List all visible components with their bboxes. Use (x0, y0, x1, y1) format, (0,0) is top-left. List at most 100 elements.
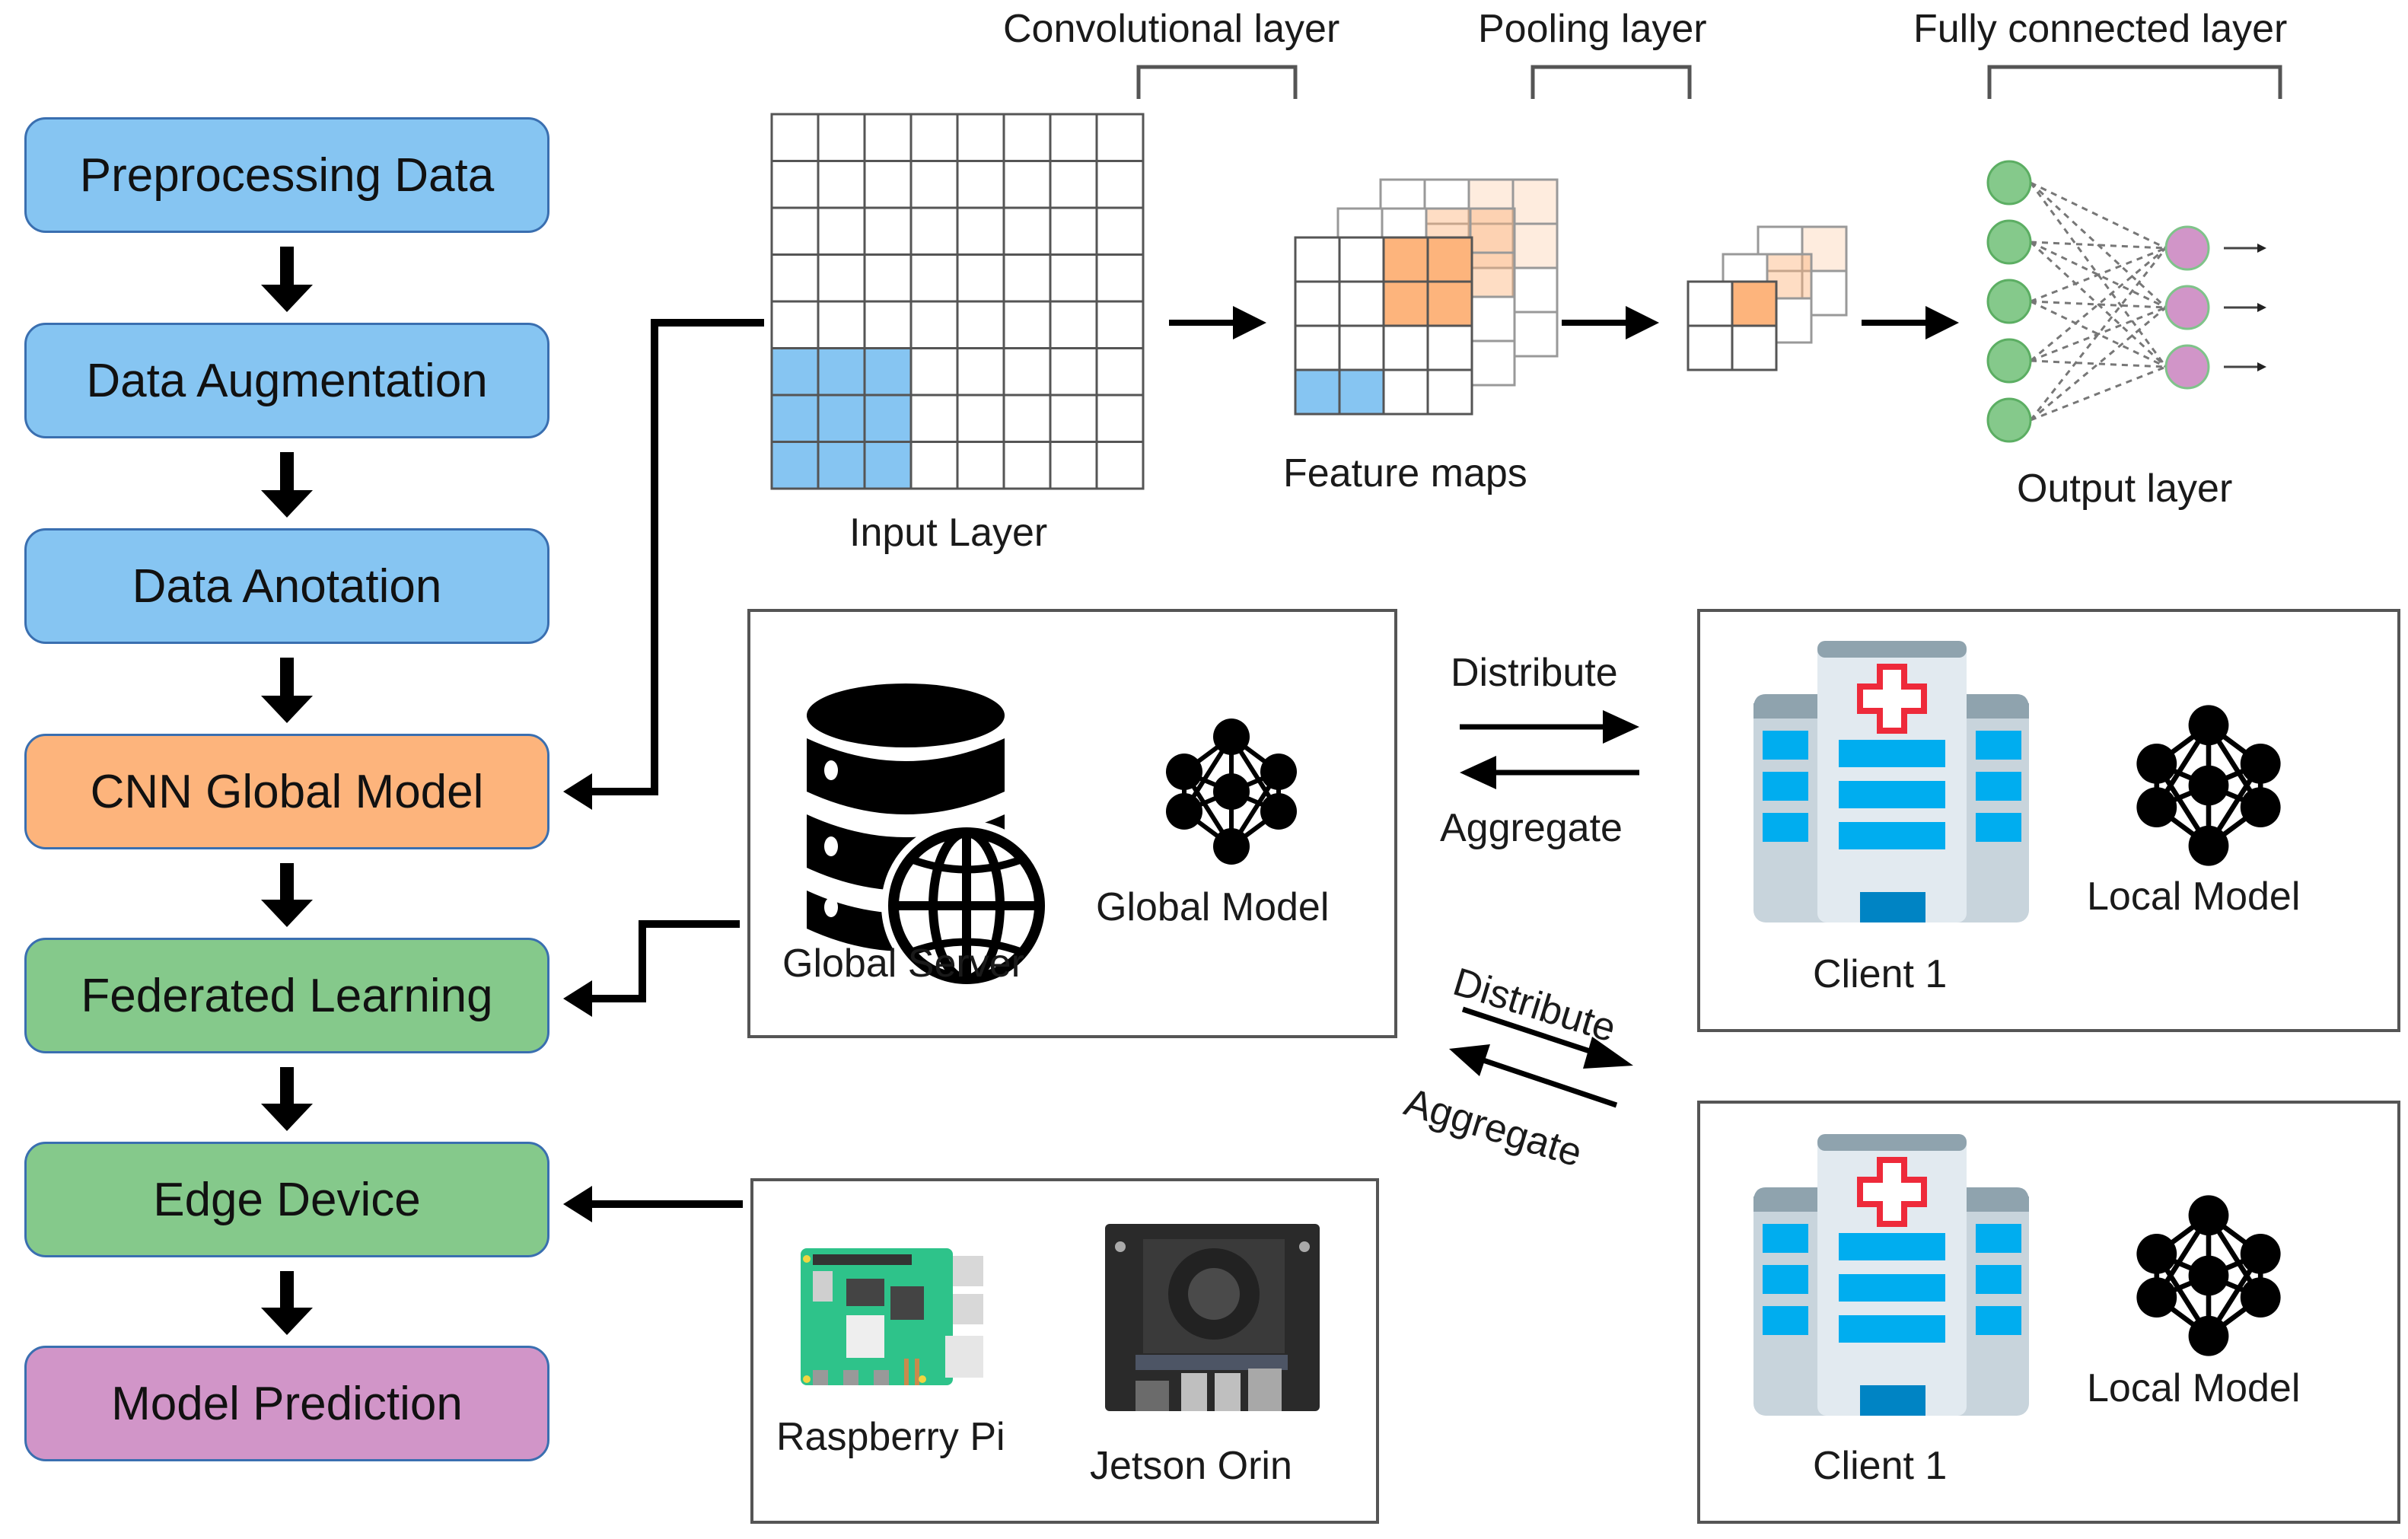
grid-cell (1049, 206, 1098, 256)
hospital-window (1763, 772, 1808, 801)
map-cell (1294, 324, 1341, 371)
map-cell (1469, 207, 1516, 254)
conv-layer-label: Convolutional layer (1003, 7, 1340, 51)
nn-node (2240, 744, 2281, 784)
map-cell (1801, 225, 1848, 272)
stage-model-prediction: Model Prediction (24, 1346, 549, 1461)
stage-label: Federated Learning (81, 969, 493, 1022)
grid-cell (863, 441, 913, 490)
bracket-conv (1136, 65, 1298, 99)
stage-edge-device: Edge Device (24, 1142, 549, 1257)
client-1-label: Client 1 (1813, 952, 1948, 996)
aggregate-label-1: Aggregate (1440, 806, 1623, 850)
neural-network-icon (2136, 1195, 2281, 1356)
hospital-window (1839, 1233, 1945, 1260)
grid-cell (1095, 206, 1145, 256)
global-server-label: Global Server (782, 942, 1024, 986)
map-cell (1338, 280, 1385, 327)
nn-node (2188, 825, 2229, 866)
bracket-fc (1987, 65, 2282, 99)
grid-cell (817, 206, 866, 256)
grid-cell (1049, 300, 1098, 349)
grid-cell (956, 394, 1005, 443)
hospital-window (1839, 781, 1945, 808)
connector-server-to-federated-learning (563, 920, 740, 1017)
grid-cell (1002, 253, 1052, 303)
grid-cell (817, 441, 866, 490)
nn-node (2136, 1277, 2177, 1318)
grid-cell (770, 253, 820, 303)
feature-maps-stack (1294, 178, 1559, 416)
raspberry-pi-label: Raspberry Pi (776, 1415, 1005, 1459)
grid-cell (817, 347, 866, 397)
grid-cell (863, 300, 913, 349)
nn-node (2188, 1315, 2229, 1356)
input-node (1986, 338, 2032, 384)
nn-node (1260, 754, 1297, 790)
hospital-roof-right-band (1960, 1196, 2029, 1212)
grid-cell (909, 206, 959, 256)
grid-cell (817, 113, 866, 162)
distribute-label-1: Distribute (1451, 651, 1618, 695)
nn-node (1166, 754, 1202, 790)
hospital-window (1839, 822, 1945, 849)
raspberry-pi-board-icon (801, 1248, 983, 1385)
grid-cell (770, 113, 820, 162)
hospital-window (1839, 1274, 1945, 1302)
grid-cell (863, 113, 913, 162)
map-cell (1382, 324, 1429, 371)
output-layer-label: Output layer (2017, 467, 2233, 511)
grid-cell (1049, 347, 1098, 397)
hospital-window (1976, 813, 2021, 842)
input-node (1986, 160, 2032, 206)
stage-data-annotation: Data Anotation (24, 528, 549, 644)
nn-node (2240, 787, 2281, 827)
map-cell (1469, 295, 1516, 343)
map-cell (1294, 236, 1341, 283)
grid-cell (956, 253, 1005, 303)
grid-cell (1095, 113, 1145, 162)
grid-cell (817, 253, 866, 303)
map-cell (1511, 222, 1559, 269)
nn-node (1213, 828, 1250, 865)
hospital-icon (1753, 641, 2029, 922)
grid-cell (1049, 253, 1098, 303)
fully-connected-network (1986, 160, 2266, 443)
grid-cell (956, 113, 1005, 162)
pool-layer-label: Pooling layer (1478, 7, 1707, 51)
grid-cell (1002, 113, 1052, 162)
map-cell (1382, 368, 1429, 416)
grid-cell (1095, 441, 1145, 490)
exchange-arrows-client-2 (1449, 1006, 1633, 1108)
hospital-window (1763, 1265, 1808, 1294)
hospital-window (1976, 1265, 2021, 1294)
input-layer-label: Input Layer (849, 511, 1048, 555)
map-cell (1467, 222, 1515, 269)
map-cell (1731, 280, 1778, 327)
fc-connection (2030, 359, 2167, 368)
fc-connection (2030, 247, 2167, 303)
map-cell (1294, 280, 1341, 327)
hospital-door (1860, 1385, 1925, 1416)
grid-cell (909, 160, 959, 209)
nn-node (2240, 1277, 2281, 1318)
grid-cell (863, 347, 913, 397)
nn-node (1213, 719, 1250, 755)
map-cell (1382, 280, 1429, 327)
down-arrow (261, 863, 313, 927)
grid-cell (1095, 253, 1145, 303)
map-cell (1511, 266, 1559, 314)
neural-network-icon (2136, 705, 2281, 866)
medical-cross (1857, 664, 1927, 734)
hospital-window (1763, 1224, 1808, 1253)
fc-connection (2029, 241, 2168, 368)
feature-maps-label: Feature maps (1283, 451, 1527, 495)
map-cell (1687, 324, 1734, 371)
hospital-roof-left-band (1753, 1196, 1822, 1212)
exchange-arrows-client-1 (1460, 710, 1639, 789)
stage-label: Model Prediction (111, 1377, 463, 1430)
map-cell (1469, 339, 1516, 387)
input-node (1986, 219, 2032, 265)
grid-cell (1002, 300, 1052, 349)
